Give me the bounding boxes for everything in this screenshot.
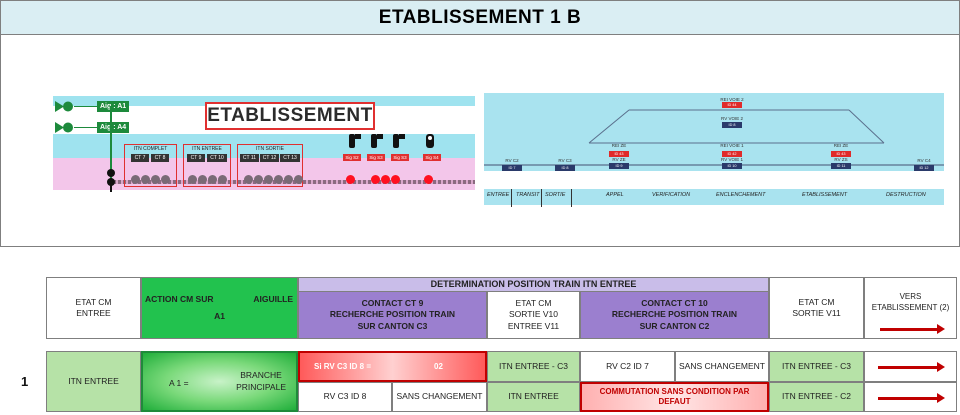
row1-itn-entree-c3: ITN ENTREE - C3 <box>487 351 580 382</box>
red-signal-lights <box>346 174 355 184</box>
row1-rv-c3: RV C3 ID 8 <box>298 382 392 412</box>
vers-header: VERS ETABLISSEMENT (2) <box>864 277 957 339</box>
row-number: 1 <box>21 374 29 389</box>
aiguille-label: Aig : A4 <box>97 122 130 133</box>
row1-sans-changement-2: SANS CHANGEMENT <box>675 351 769 382</box>
contact-ct10-header: CONTACT CT 10 RECHERCHE POSITION TRAIN S… <box>580 291 769 339</box>
row1-etat-entree: ITN ENTREE <box>46 351 141 412</box>
determination-title: DETERMINATION POSITION TRAIN ITN ENTREE <box>298 277 769 291</box>
track-lines <box>484 109 944 166</box>
etat-cm-sortie2-header: ETAT CM SORTIE V11 <box>769 277 864 339</box>
switch-icon <box>107 169 115 192</box>
contact-ct9-header: CONTACT CT 9 RECHERCHE POSITION TRAIN SU… <box>298 291 487 339</box>
itn-sortie-box <box>237 144 303 187</box>
sequence-diagram: REI VOIE 2 ID 44 RV VOIE 2 ID 8 REI ZE I… <box>484 93 944 209</box>
red-signal-lights <box>371 174 400 184</box>
itn-entree-box <box>183 144 231 187</box>
phase-label: ENCLENCHEMENT <box>716 192 766 198</box>
signal-head-icon <box>426 134 434 148</box>
red-signal-lights <box>424 174 433 184</box>
phase-label: DESTRUCTION <box>886 192 926 198</box>
action-cm-header: ACTION CM SUR AIGUILLE A1 <box>141 277 298 339</box>
phase-label: SORTIE <box>545 192 566 198</box>
track-contacts <box>131 174 170 184</box>
page-title-bar: ETABLISSEMENT 1 B <box>0 0 960 35</box>
phase-label: APPEL <box>606 192 624 198</box>
etat-cm-entree-header: ETAT CM ENTREE <box>46 277 141 339</box>
page-title: ETABLISSEMENT 1 B <box>378 6 582 28</box>
arrow-right-icon <box>875 392 945 403</box>
phase-label: ENTREE <box>487 192 510 198</box>
signal-head-icon <box>349 134 361 148</box>
track-contacts <box>244 174 303 184</box>
row1-aiguille-cell: A 1 = BRANCHE PRINCIPALE <box>141 351 298 412</box>
row1-sans-changement: SANS CHANGEMENT <box>392 382 487 412</box>
row1-arrow-cell <box>864 382 957 412</box>
row1-arrow-cell <box>864 351 957 382</box>
phase-label: ETABLISSEMENT <box>802 192 848 198</box>
row1-itn-c2-out: ITN ENTREE - C2 <box>769 382 864 412</box>
green-signal-icon <box>55 122 73 133</box>
row1-itn-entree: ITN ENTREE <box>487 382 580 412</box>
signal-head-icon <box>393 134 405 148</box>
row1-rv-c2: RV C2 ID 7 <box>580 351 675 382</box>
track-layout-diagram: ETABLISSEMENT Aig : A1 Aig : A4 ITN COMP… <box>53 96 475 210</box>
etat-cm-sortie1-header: ETAT CM SORTIE V10 ENTREE V11 <box>487 291 580 339</box>
etablissement-banner: ETABLISSEMENT <box>205 102 375 130</box>
signal-head-icon <box>371 134 383 148</box>
arrow-right-icon <box>875 361 945 372</box>
green-signal-icon <box>55 101 73 112</box>
row1-commutation: COMMUTATION SANS CONDITION PAR DEFAUT <box>580 382 769 412</box>
aiguille-label: Aig : A1 <box>97 101 130 112</box>
itn-complet-box <box>124 144 177 187</box>
arrow-right-icon <box>877 323 945 334</box>
phase-label: TRANSIT <box>516 192 540 198</box>
track-contacts <box>188 174 227 184</box>
phase-label: VERIFICATION <box>652 192 691 198</box>
row1-itn-c3-out: ITN ENTREE - C3 <box>769 351 864 382</box>
row1-si-rv-condition: Si RV C3 ID 8 = 02 <box>298 351 487 382</box>
